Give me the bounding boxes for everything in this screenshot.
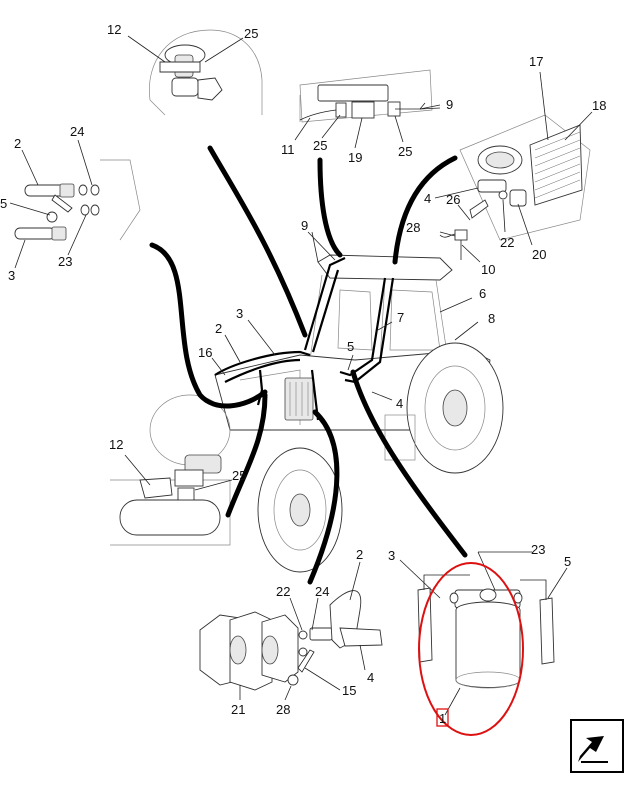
callout-26: 26 <box>446 192 460 207</box>
detail-hose-ends-left <box>9 139 141 269</box>
callout-4: 4 <box>367 670 374 685</box>
callout-11: 11 <box>281 142 295 157</box>
callout-22: 22 <box>500 235 514 250</box>
callout-3: 3 <box>236 306 243 321</box>
callout-16: 16 <box>198 345 212 360</box>
callout-12: 12 <box>107 22 121 37</box>
callout-25: 25 <box>232 468 246 483</box>
connection-arrows <box>149 145 468 585</box>
callout-12: 12 <box>109 437 123 452</box>
callout-4: 4 <box>424 191 431 206</box>
callout-4: 4 <box>396 396 403 411</box>
callout-2: 2 <box>14 136 21 151</box>
detail-condenser <box>434 71 593 263</box>
callout-22: 22 <box>276 584 290 599</box>
detail-compressor <box>199 561 383 701</box>
callout-25: 25 <box>398 144 412 159</box>
callout-7: 7 <box>397 310 404 325</box>
callout-3: 3 <box>388 548 395 563</box>
callout-5: 5 <box>347 339 354 354</box>
callout-labels: 12 25 9 11 25 19 25 17 18 2 24 5 3 23 4 … <box>0 22 606 726</box>
callout-5: 5 <box>0 196 7 211</box>
highlight-box-part-1[interactable] <box>436 708 449 727</box>
callout-9: 9 <box>446 97 453 112</box>
callout-25: 25 <box>313 138 327 153</box>
callout-9: 9 <box>301 218 308 233</box>
callout-6: 6 <box>479 286 486 301</box>
detail-fitting-left <box>110 454 233 546</box>
callout-23: 23 <box>531 542 545 557</box>
detail-heater-unit <box>294 69 441 149</box>
callout-2: 2 <box>215 321 222 336</box>
callout-15: 15 <box>342 683 356 698</box>
callout-19: 19 <box>348 150 362 165</box>
callout-17: 17 <box>529 54 543 69</box>
callout-24: 24 <box>315 584 329 599</box>
callout-5: 5 <box>564 554 571 569</box>
tractor-leaders <box>211 231 479 401</box>
callout-2: 2 <box>356 547 363 562</box>
callout-20: 20 <box>532 247 546 262</box>
callout-23: 23 <box>58 254 72 269</box>
callout-18: 18 <box>592 98 606 113</box>
callout-3: 3 <box>8 268 15 283</box>
callout-21: 21 <box>231 702 245 717</box>
highlight-ellipse-part-1 <box>418 562 524 736</box>
detail-receiver-drier <box>399 551 568 716</box>
tractor-illustration <box>149 254 504 573</box>
callout-25: 25 <box>244 26 258 41</box>
callout-28: 28 <box>406 220 420 235</box>
callout-10: 10 <box>481 262 495 277</box>
callout-8: 8 <box>488 311 495 326</box>
callout-24: 24 <box>70 124 84 139</box>
next-page-arrow-icon[interactable] <box>570 719 624 773</box>
callout-28: 28 <box>276 702 290 717</box>
callout-1[interactable]: 1 <box>439 711 446 726</box>
detail-fitting-top <box>127 29 263 116</box>
